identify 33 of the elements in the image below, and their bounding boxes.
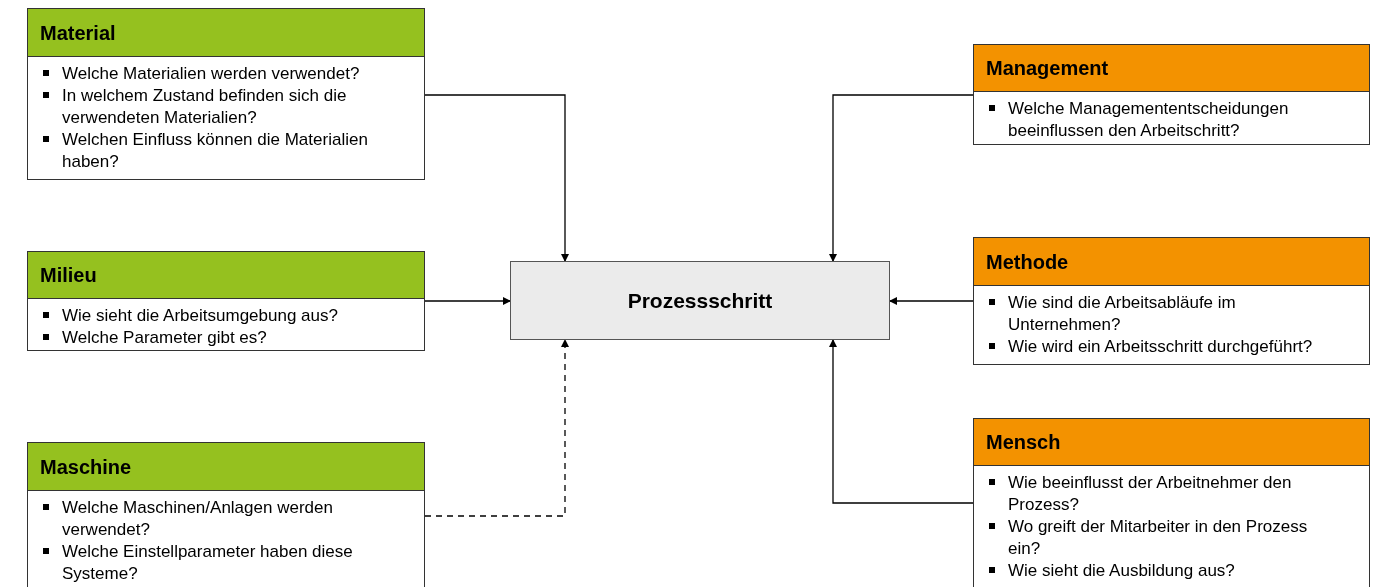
bullet-text: Wie beeinflusst der Arbeitnehmer den Prozess? [1008, 472, 1293, 516]
connector-arrow [424, 297, 511, 305]
category-card [27, 442, 425, 587]
bullet-text: In welchem Zustand befinden sich die verwendeten Materialien? [62, 85, 348, 129]
connector-arrow [829, 339, 974, 504]
bullet-text: Welche Parameter gibt es? [62, 327, 267, 349]
category-card [27, 251, 425, 351]
heading: Maschine [40, 454, 132, 480]
bullet-text: Welche Managemententscheidungen beeinflussen den Arbeitschritt? [1008, 98, 1290, 142]
heading: Material [40, 20, 116, 46]
heading: Management [986, 56, 1109, 81]
process-box [510, 261, 890, 340]
connector-arrow [829, 94, 974, 262]
heading: Mensch [986, 430, 1061, 455]
category-card [973, 237, 1370, 365]
heading: Methode [986, 249, 1069, 275]
bullet-text: Wo greift der Mitarbeiter in den Prozess ein? [1008, 516, 1309, 560]
bullet-text: Wie sind die Arbeitsabläufe im Unternehmen? [1008, 292, 1237, 336]
process-title: Prozessschritt [627, 287, 773, 314]
bullet-text: Welchen Einfluss können die Materialien haben? [62, 129, 369, 173]
bullet-text: Wie wird ein Arbeitsschritt durchgeführt? [1008, 336, 1313, 358]
bullet-text: Wie sieht die Arbeitsumgebung aus? [62, 305, 338, 327]
bullet-text: Welche Maschinen/Anlagen werden verwendet? [62, 497, 334, 541]
category-card [973, 418, 1370, 587]
bullet-text: Welche Einstellparameter haben diese Systeme? [62, 541, 354, 585]
category-card [27, 8, 425, 180]
bullet-text: Wie sieht die Ausbildung aus? [1008, 560, 1235, 582]
connector-arrow [424, 94, 569, 262]
bullet-text: Welche Materialien werden verwendet? [62, 63, 360, 85]
heading: Milieu [40, 263, 97, 288]
connector-arrow [889, 297, 974, 305]
connector-arrow [424, 339, 569, 517]
category-card [973, 44, 1370, 145]
